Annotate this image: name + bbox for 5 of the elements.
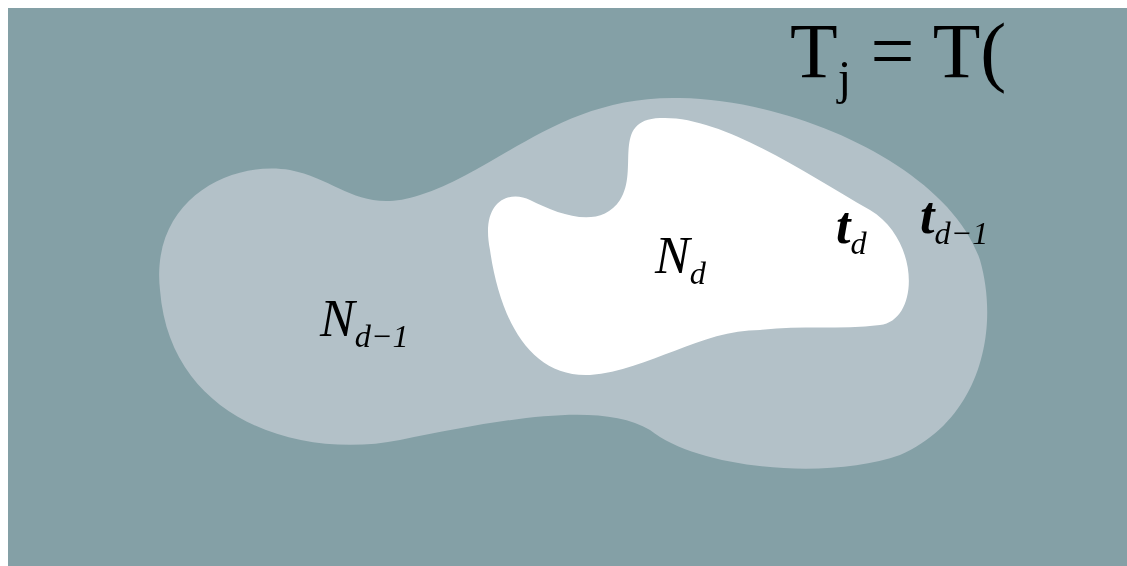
region-label: N$_{d}$ [655,230,706,290]
boundary-label: t$_{d−1}$ [920,190,989,250]
boundary-label: t$_{d}$ [836,200,867,260]
region-label: N$_{d−1}$ [320,293,409,353]
formula-text: T$_{j}$ = T( [790,12,1007,103]
